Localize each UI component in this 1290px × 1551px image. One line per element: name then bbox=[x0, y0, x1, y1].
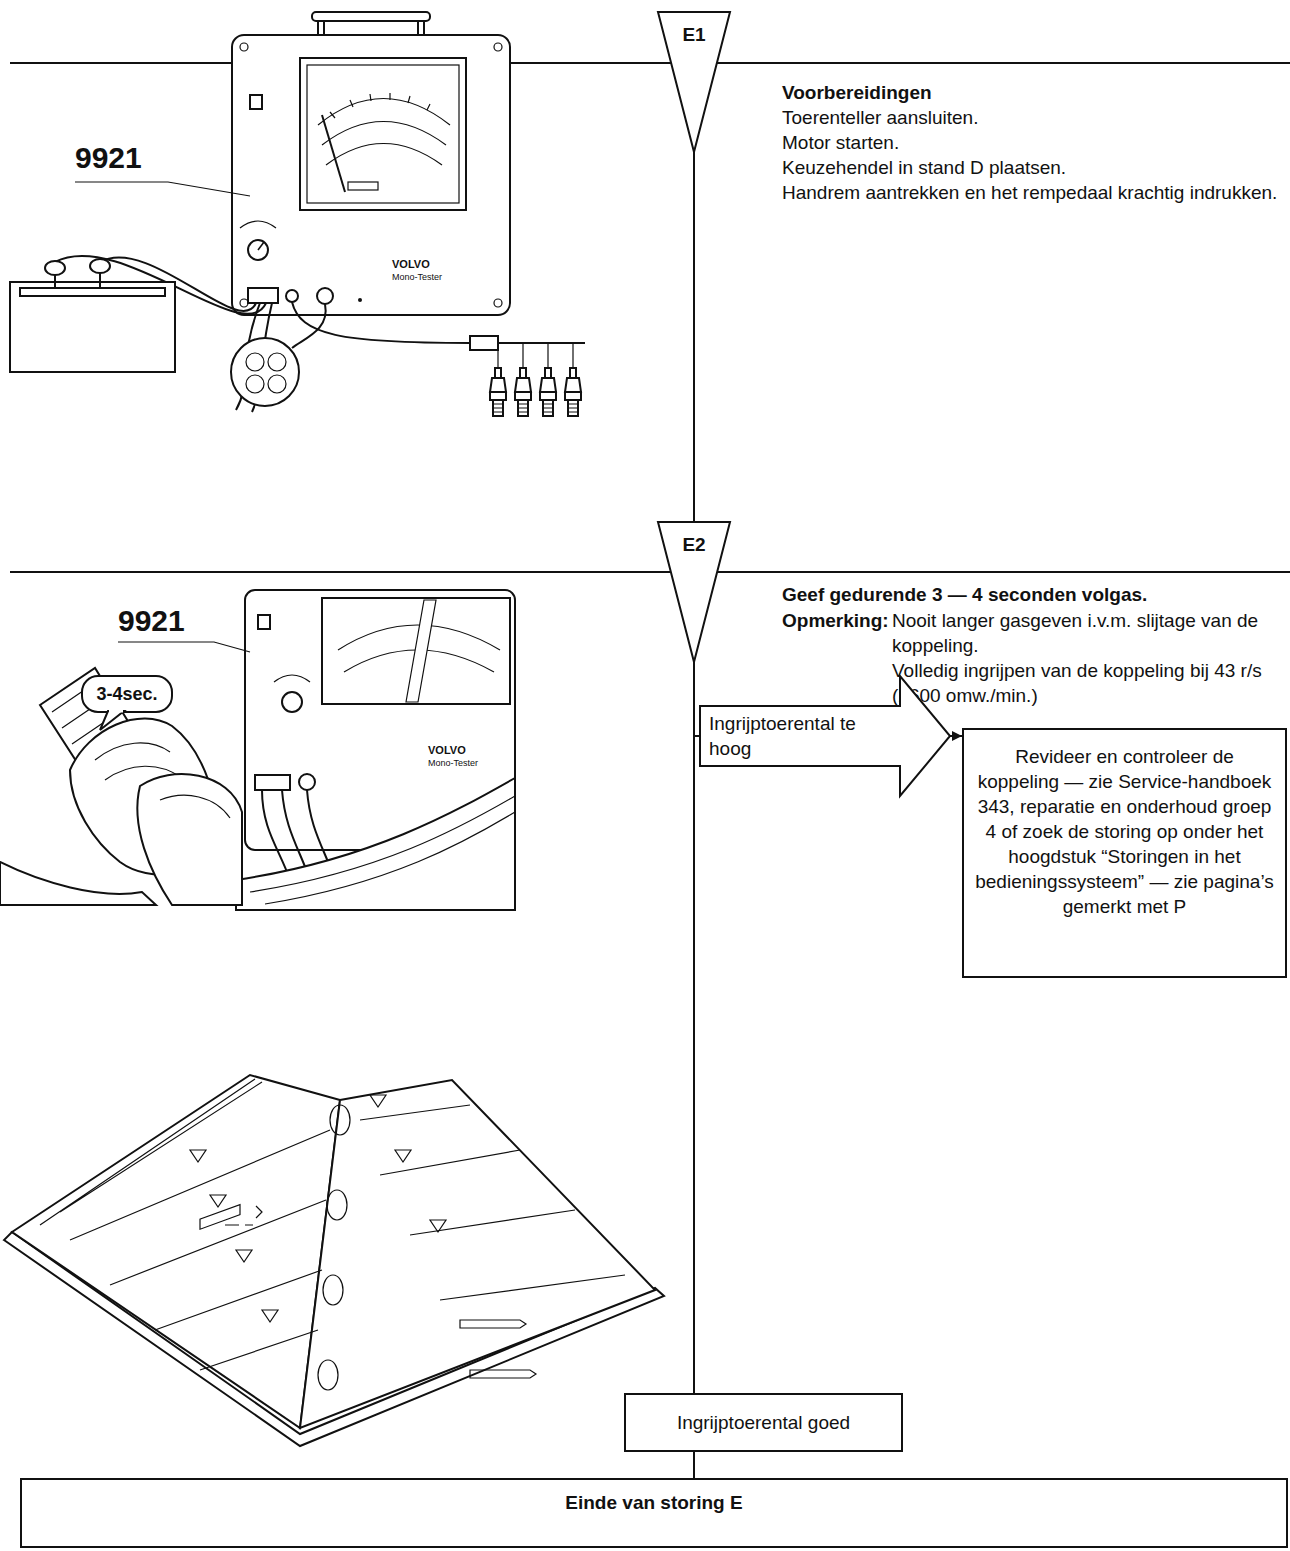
tester-device bbox=[236, 590, 515, 910]
step-instruction: Geef gedurende 3 — 4 seconden volgas. bbox=[782, 582, 1286, 607]
connector bbox=[693, 1452, 695, 1478]
brand-mark: VOLVO bbox=[428, 744, 508, 757]
action-box: Revideer en controleer de koppeling — zi… bbox=[962, 728, 1287, 978]
spark-plugs bbox=[470, 336, 585, 416]
note-heading: Opmerking: bbox=[782, 608, 892, 633]
node-text: Ingrijptoerental te hoog bbox=[709, 711, 890, 761]
note-text: Volledig ingrijpen van de koppeling bij … bbox=[892, 658, 1286, 708]
node-text: Revideer en controleer de koppeling — zi… bbox=[974, 744, 1275, 919]
pedal-and-feet bbox=[0, 668, 242, 905]
note-text: Nooit langer gasgeven i.v.m. slijtage va… bbox=[892, 608, 1286, 658]
section-rules bbox=[10, 63, 1290, 572]
tool-number: 9921 bbox=[118, 603, 228, 639]
brand-mark: VOLVO bbox=[392, 258, 472, 271]
step-instruction: Toerenteller aansluiten. bbox=[782, 105, 1286, 130]
arrow-outline bbox=[700, 676, 950, 796]
node-text: Ingrijptoerental goed bbox=[636, 1410, 891, 1435]
time-callout: 3-4sec. bbox=[84, 682, 170, 706]
step-instruction: Motor starten. bbox=[782, 130, 1286, 155]
tool-number: 9921 bbox=[75, 140, 185, 176]
step-instruction: Keuzehendel in stand D plaatsen. bbox=[782, 155, 1286, 180]
model-name: Mono-Tester bbox=[392, 272, 482, 283]
battery bbox=[10, 259, 175, 372]
tester-device bbox=[232, 12, 510, 315]
leader-line bbox=[75, 182, 250, 196]
connector bbox=[950, 735, 962, 737]
inductive-clamp bbox=[231, 338, 299, 406]
service-manual bbox=[4, 1075, 664, 1446]
branch-arrow: Ingrijptoerental te hoog bbox=[700, 676, 950, 796]
step-instruction: Handrem aantrekken en het rempedaal krac… bbox=[782, 180, 1286, 205]
step-triangle: E2 bbox=[658, 522, 730, 662]
leader-line bbox=[118, 642, 250, 652]
step-triangle: E1 bbox=[658, 12, 730, 152]
step-heading: Voorbereidingen bbox=[782, 80, 1286, 105]
result-box: Ingrijptoerental goed bbox=[624, 1393, 903, 1452]
model-name: Mono-Tester bbox=[428, 758, 508, 769]
node-text: Einde van storing E bbox=[32, 1490, 1276, 1515]
connector bbox=[693, 662, 695, 1393]
connector bbox=[693, 152, 695, 522]
node-text: E1 bbox=[658, 22, 730, 47]
end-box: Einde van storing E bbox=[20, 1478, 1288, 1548]
node-text: E2 bbox=[658, 532, 730, 557]
